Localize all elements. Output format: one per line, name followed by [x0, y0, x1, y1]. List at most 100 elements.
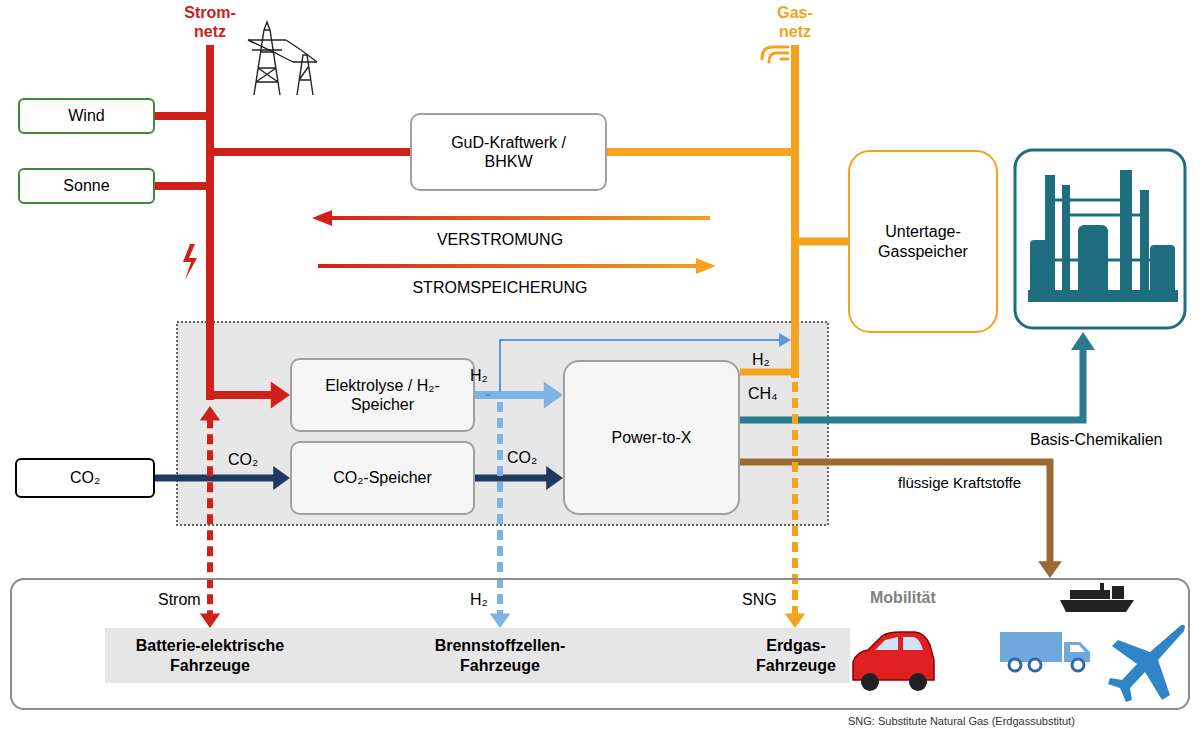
power-pylon — [293, 55, 317, 95]
connector-line — [155, 475, 276, 482]
truck-icon — [1070, 645, 1085, 652]
connector-line — [740, 462, 1050, 564]
edge-label: CO₂ — [228, 450, 258, 469]
connector — [740, 462, 1062, 578]
connector-line — [214, 148, 410, 156]
vehicle-label: Brennstoffzellen- Fahrzeuge — [315, 628, 685, 683]
node-label: GuD-Kraftwerk / BHKW — [439, 133, 579, 171]
connector-line — [475, 475, 549, 482]
band-heading: Mobilität — [870, 588, 936, 607]
connector-line — [740, 369, 791, 376]
lightning-symbol — [183, 244, 197, 280]
industry-icon — [1140, 190, 1149, 290]
connector — [155, 466, 290, 490]
truck-icon — [1009, 659, 1021, 671]
ship-icon — [1070, 590, 1110, 599]
edge-label: CH₄ — [748, 384, 778, 403]
plane-icon — [1108, 625, 1185, 702]
arrow-head — [779, 333, 791, 347]
node-label: CO₂ — [70, 468, 100, 487]
connector-line — [207, 418, 213, 616]
conversion-arrows — [312, 210, 716, 274]
flow-label: STROMSPEICHERUNG — [412, 278, 587, 297]
edge-label: H₂ — [752, 350, 770, 369]
arrow-head — [271, 381, 290, 408]
connector-line — [475, 395, 500, 616]
power-pylon — [248, 22, 286, 95]
ship-icon — [1060, 583, 1134, 612]
industry-icon — [1040, 200, 1160, 260]
edge-label: flüssige Kraftstoffe — [898, 474, 1021, 492]
arrow-head — [544, 381, 563, 408]
arrow-head — [200, 614, 220, 628]
grid-heading: Gas- netz — [764, 4, 826, 41]
connector — [740, 372, 791, 373]
gas-grid-bus: Gas- netz — [791, 45, 799, 378]
industry-icon — [1120, 170, 1132, 290]
vehicle-label: Erdgas- Fahrzeuge — [685, 628, 850, 683]
process-box: Elektrolyse / H₂-Speicher — [290, 358, 475, 432]
industry-icon — [1015, 150, 1185, 328]
industry-icon — [1030, 240, 1055, 295]
arrow-head — [785, 614, 805, 628]
node-label: Elektrolyse / H₂-Speicher — [318, 376, 448, 414]
connector-line — [792, 382, 798, 616]
connector-line — [214, 391, 274, 399]
gas-symbol — [762, 47, 788, 62]
node-label: Wind — [68, 106, 104, 125]
process-box: CO₂-Speicher — [290, 441, 475, 515]
connector — [607, 152, 791, 153]
truck-icon — [1029, 659, 1041, 671]
footnote: SNG: Substitute Natural Gas (Erdgassubst… — [848, 715, 1075, 728]
flow-label: Basis-Chemikalien — [1030, 430, 1163, 449]
car-icon — [861, 673, 879, 691]
connector — [785, 382, 805, 628]
edge-label: SNG — [742, 590, 777, 609]
truck-icon — [1000, 632, 1090, 671]
node-label: CO₂-Speicher — [333, 468, 432, 487]
flow-label: VERSTROMUNG — [437, 230, 563, 249]
connector-line — [799, 238, 848, 246]
node-label: Erdgas- Fahrzeuge — [746, 636, 846, 674]
connector — [799, 241, 848, 242]
ship-icon — [1112, 586, 1124, 599]
gas-symbol — [762, 47, 788, 62]
node-label: Batterie-elektrische Fahrzeuge — [123, 636, 298, 674]
power-grid-bus: Strom- netz — [206, 45, 214, 400]
edge-label: Strom — [158, 590, 201, 609]
arrow-head — [1038, 561, 1062, 578]
arrow-head — [546, 466, 563, 490]
edge-label: H₂ — [470, 366, 488, 385]
industry-icon — [1150, 245, 1175, 295]
car-icon — [875, 637, 923, 650]
connector — [200, 406, 220, 628]
car-icon — [853, 632, 934, 680]
ship-icon — [1060, 600, 1134, 612]
car-icon — [853, 632, 934, 691]
arrow-head — [200, 406, 220, 420]
conversion-arrows — [318, 264, 700, 268]
node-label: Brennstoffzellen- Fahrzeuge — [425, 636, 575, 674]
process-box: Power-to-X — [563, 360, 740, 515]
grid-heading: Strom- netz — [179, 4, 241, 41]
connector — [214, 381, 290, 408]
power-pylon — [248, 22, 317, 95]
chemicals-arrow — [1071, 332, 1095, 350]
source-box: CO₂ — [15, 458, 155, 498]
plant-box: GuD-Kraftwerk / BHKW — [410, 113, 607, 191]
node-label: Sonne — [63, 176, 109, 195]
edge-label: CO₂ — [507, 448, 537, 467]
arrow-head — [273, 466, 290, 490]
truck-icon — [1000, 632, 1062, 662]
industry-icon — [1028, 290, 1178, 302]
conversion-arrows — [696, 258, 716, 274]
node-label: Untertage- Gasspeicher — [863, 222, 983, 260]
conversion-arrows — [312, 210, 332, 226]
connector — [475, 466, 563, 490]
node-label: Power-to-X — [611, 428, 691, 447]
industry-icon — [1015, 150, 1185, 328]
power-pylon — [248, 40, 317, 62]
